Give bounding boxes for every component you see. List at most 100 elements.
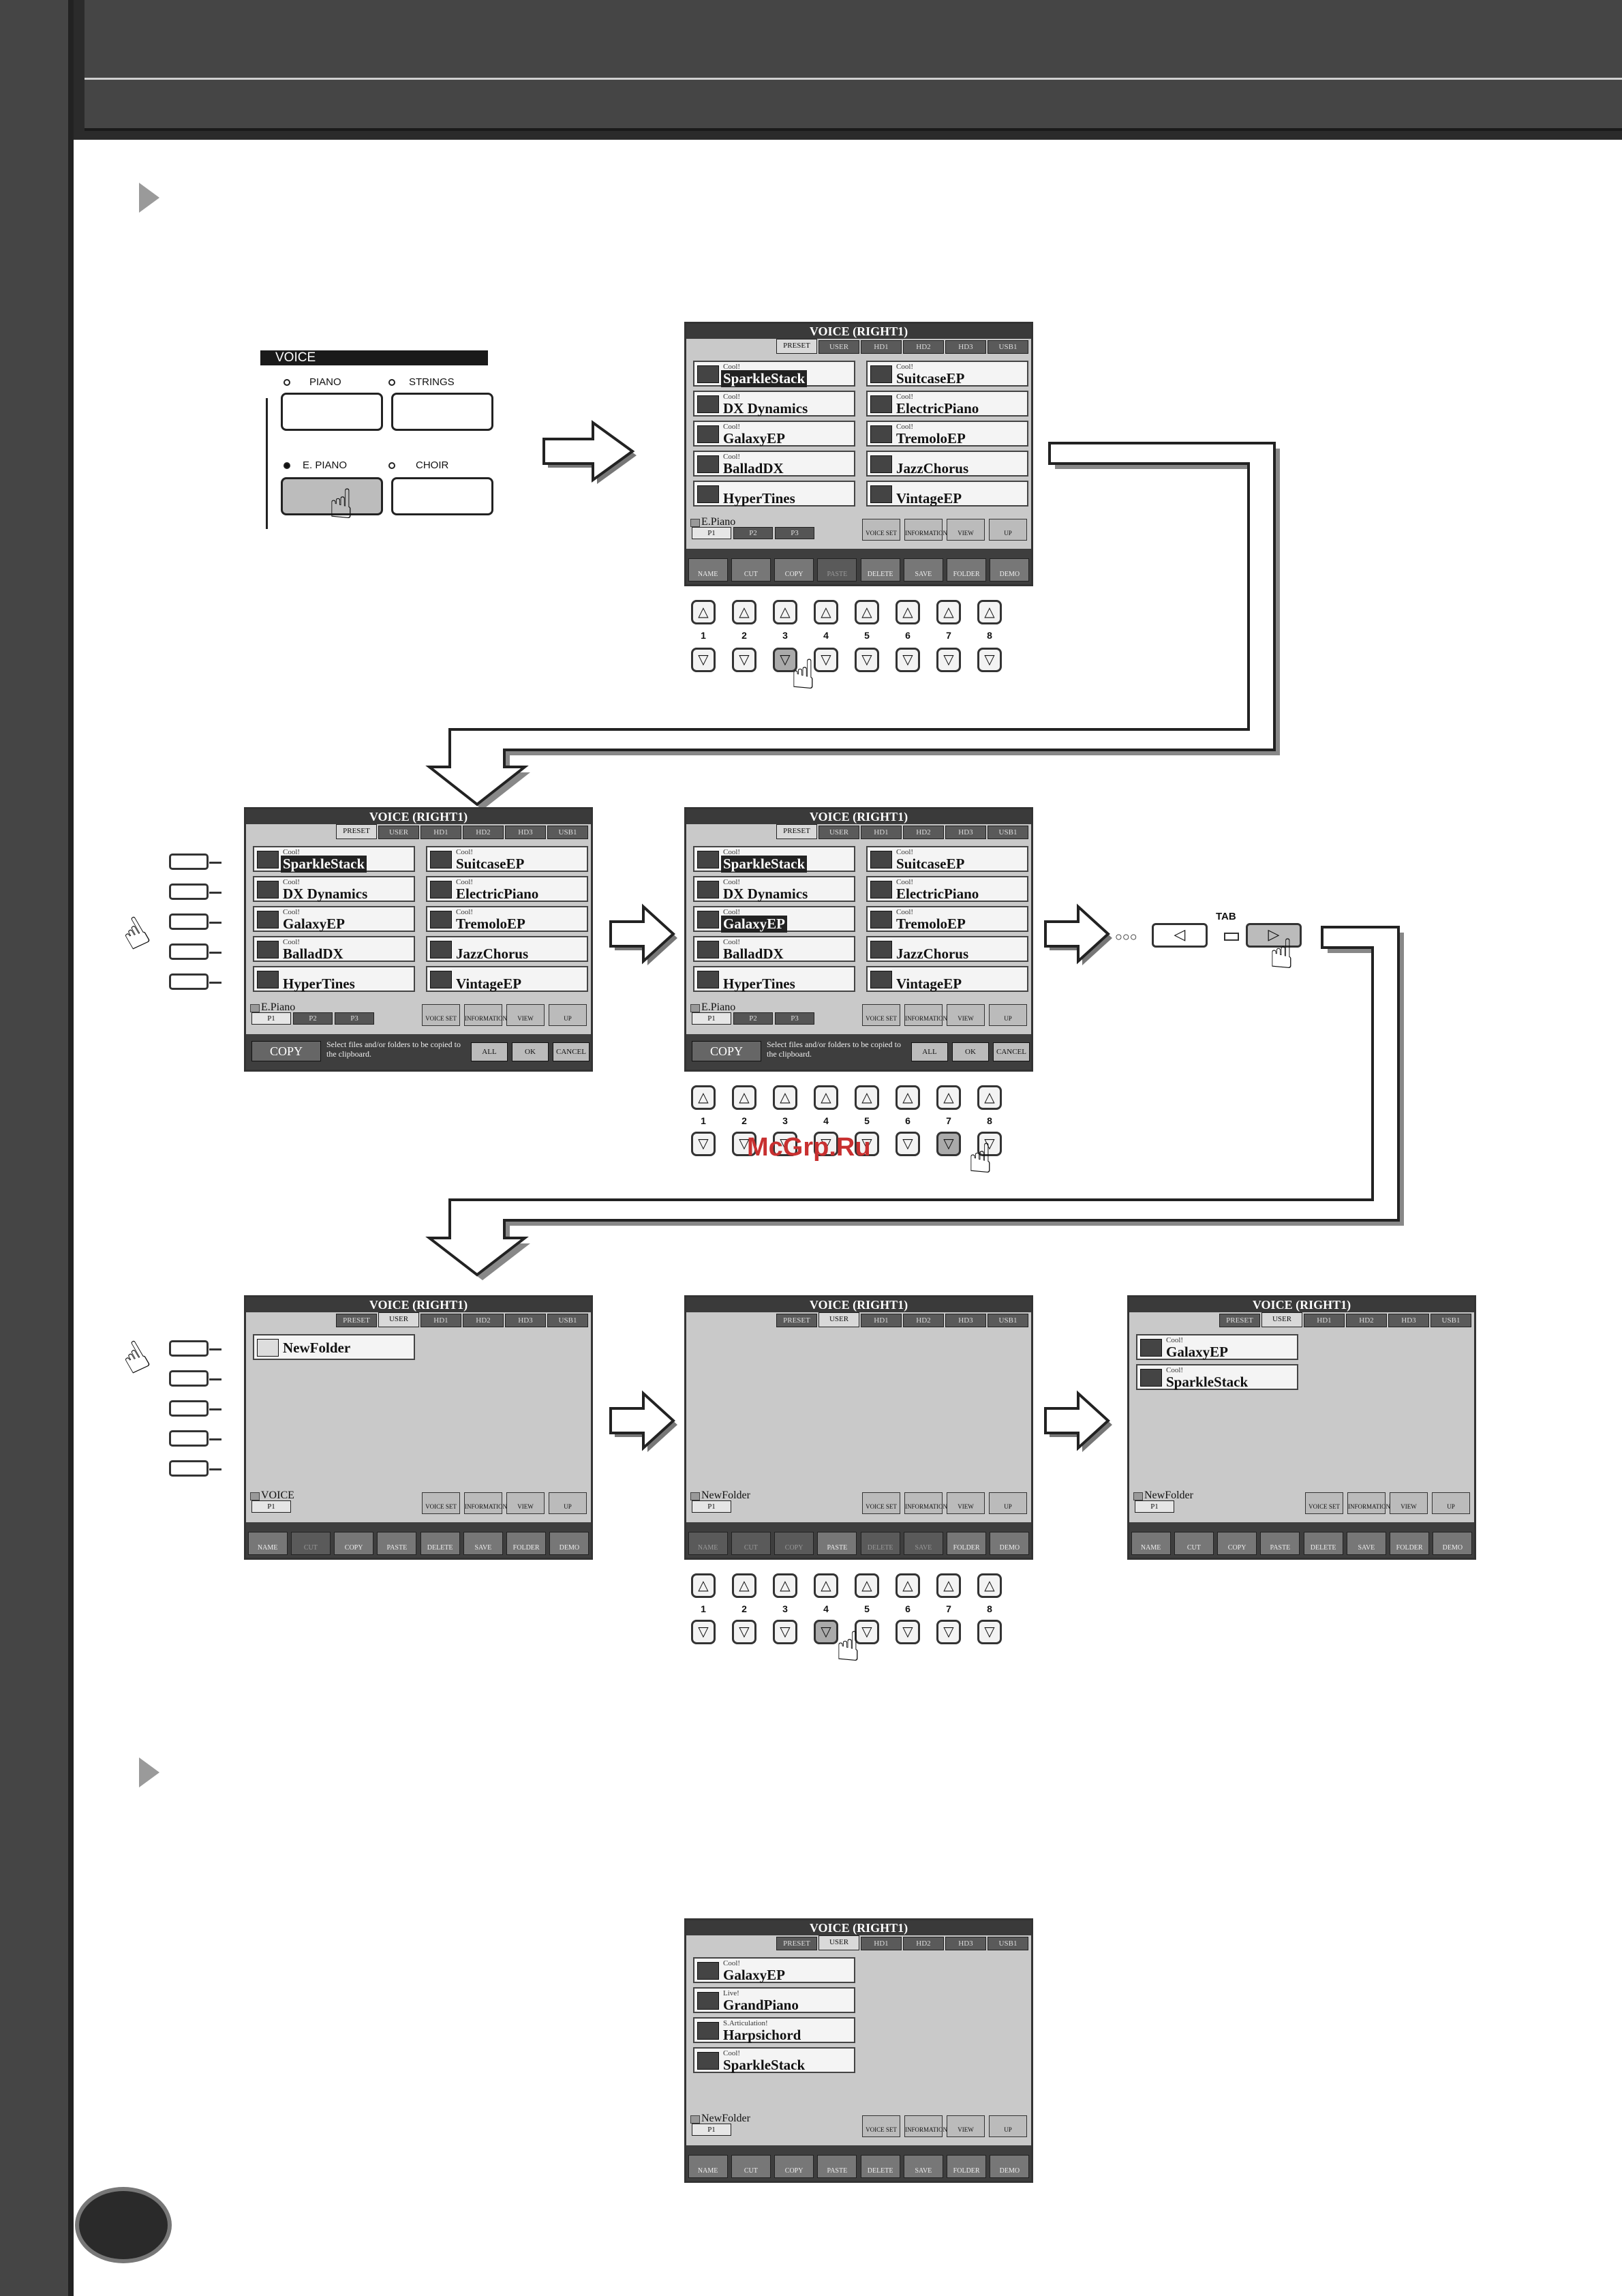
list-item[interactable]: Cool!BalladDX	[693, 451, 855, 477]
list-item[interactable]: Cool!SparkleStack	[693, 361, 855, 387]
list-item[interactable]: VintageEP	[866, 966, 1028, 992]
down-button-5[interactable]: ▽	[855, 648, 879, 672]
page-tab-p3[interactable]: P3	[775, 527, 814, 539]
paste-button[interactable]: PASTE	[1260, 1532, 1300, 1555]
save-button[interactable]: SAVE	[1346, 1532, 1386, 1555]
list-item[interactable]: Cool!TremoloEP	[866, 906, 1028, 932]
voice-set-icon[interactable]: VOICE SET	[1305, 1492, 1343, 1514]
tab-usb1[interactable]: USB1	[988, 1314, 1028, 1327]
tab-hd2[interactable]: HD2	[903, 826, 944, 839]
tab-user[interactable]: USER	[818, 1312, 859, 1327]
tab-hd1[interactable]: HD1	[420, 826, 461, 839]
up-icon[interactable]: UP	[549, 1004, 587, 1026]
up-button-1[interactable]: △	[691, 1085, 716, 1110]
down-button-4[interactable]: ▽	[814, 648, 838, 672]
cut-button[interactable]: CUT	[290, 1532, 331, 1555]
view-icon[interactable]: VIEW	[947, 1004, 985, 1026]
list-item[interactable]: JazzChorus	[426, 936, 588, 962]
all-button[interactable]: ALL	[911, 1042, 948, 1061]
list-item[interactable]: JazzChorus	[866, 936, 1028, 962]
side-select-button-d[interactable]	[169, 943, 221, 960]
down-button-2[interactable]: ▽	[732, 648, 756, 672]
down-button-2[interactable]: ▽	[732, 1620, 756, 1644]
information-icon[interactable]: INFORMATION	[904, 2115, 947, 2137]
folder-item[interactable]: NewFolder	[253, 1334, 415, 1360]
voice-set-icon[interactable]: VOICE SET	[862, 1492, 900, 1514]
side-select-button-c[interactable]	[169, 1400, 221, 1417]
list-item[interactable]: Cool!SparkleStack	[693, 2047, 855, 2073]
tab-preset[interactable]: PRESET	[776, 1314, 817, 1327]
copy-button[interactable]: COPY	[774, 1532, 814, 1555]
tab-preset[interactable]: PRESET	[336, 824, 377, 839]
up-icon[interactable]: UP	[989, 519, 1027, 541]
tab-usb1[interactable]: USB1	[547, 1314, 588, 1327]
tab-preset[interactable]: PRESET	[776, 824, 817, 839]
save-button[interactable]: SAVE	[463, 1532, 503, 1555]
demo-button[interactable]: DEMO	[990, 558, 1030, 581]
up-button-5[interactable]: △	[855, 1085, 879, 1110]
page-tab-p3[interactable]: P3	[775, 1012, 814, 1025]
up-button-6[interactable]: △	[896, 1573, 920, 1598]
list-item[interactable]: VintageEP	[866, 481, 1028, 507]
list-item[interactable]: Cool!DX Dynamics	[693, 876, 855, 902]
down-button-1[interactable]: ▽	[691, 1620, 716, 1644]
tab-user[interactable]: USER	[818, 1935, 859, 1950]
tab-preset[interactable]: PRESET	[776, 339, 817, 354]
list-item[interactable]: HyperTines	[693, 481, 855, 507]
up-icon[interactable]: UP	[1432, 1492, 1470, 1514]
down-button-7[interactable]: ▽	[936, 1132, 961, 1156]
down-button-1[interactable]: ▽	[691, 1132, 716, 1156]
all-button[interactable]: ALL	[471, 1042, 508, 1061]
delete-button[interactable]: DELETE	[1303, 1532, 1343, 1555]
list-item[interactable]: Cool!SparkleStack	[1136, 1364, 1298, 1390]
voice-set-icon[interactable]: VOICE SET	[862, 2115, 900, 2137]
tab-hd3[interactable]: HD3	[505, 826, 546, 839]
tab-hd3[interactable]: HD3	[945, 826, 986, 839]
choir-button[interactable]	[391, 477, 493, 515]
tab-preset[interactable]: PRESET	[1219, 1314, 1260, 1327]
tab-user[interactable]: USER	[378, 826, 419, 839]
tab-user[interactable]: USER	[818, 340, 859, 354]
name-button[interactable]: NAME	[688, 2155, 728, 2178]
delete-button[interactable]: DELETE	[860, 2155, 900, 2178]
demo-button[interactable]: DEMO	[990, 1532, 1030, 1555]
page-tab-p2[interactable]: P2	[293, 1012, 333, 1025]
ok-button[interactable]: OK	[512, 1042, 549, 1061]
copy-button[interactable]: COPY	[774, 2155, 814, 2178]
page-tab-p3[interactable]: P3	[335, 1012, 374, 1025]
view-icon[interactable]: VIEW	[947, 2115, 985, 2137]
list-item[interactable]: Cool!BalladDX	[253, 936, 415, 962]
folder-button[interactable]: FOLDER	[947, 1532, 987, 1555]
down-button-3[interactable]: ▽	[773, 648, 797, 672]
down-button-4[interactable]: ▽	[814, 1620, 838, 1644]
up-button-6[interactable]: △	[896, 600, 920, 624]
tab-hd1[interactable]: HD1	[420, 1314, 461, 1327]
tab-hd2[interactable]: HD2	[903, 340, 944, 354]
tab-hd2[interactable]: HD2	[463, 1314, 504, 1327]
up-button-7[interactable]: △	[936, 1573, 961, 1598]
piano-button[interactable]	[281, 393, 383, 431]
down-button-6[interactable]: ▽	[896, 1620, 920, 1644]
page-tab-p1[interactable]: P1	[692, 527, 731, 539]
down-button-4[interactable]: ▽	[814, 1132, 838, 1156]
list-item[interactable]: Cool!GalaxyEP	[693, 1957, 855, 1983]
tab-hd3[interactable]: HD3	[945, 340, 986, 354]
view-icon[interactable]: VIEW	[947, 519, 985, 541]
side-select-button-a[interactable]	[169, 854, 221, 870]
up-button-7[interactable]: △	[936, 600, 961, 624]
down-button-7[interactable]: ▽	[936, 1620, 961, 1644]
side-select-button-c[interactable]	[169, 913, 221, 930]
page-tab-p2[interactable]: P2	[733, 1012, 773, 1025]
up-button-2[interactable]: △	[732, 600, 756, 624]
strings-button[interactable]	[391, 393, 493, 431]
demo-button[interactable]: DEMO	[549, 1532, 590, 1555]
tab-hd1[interactable]: HD1	[861, 826, 902, 839]
copy-button[interactable]: COPY	[1217, 1532, 1257, 1555]
folder-button[interactable]: FOLDER	[506, 1532, 547, 1555]
list-item[interactable]: VintageEP	[426, 966, 588, 992]
tab-usb1[interactable]: USB1	[547, 826, 588, 839]
list-item[interactable]: Cool!SparkleStack	[253, 846, 415, 873]
e-piano-button[interactable]	[281, 477, 383, 515]
list-item[interactable]: Cool!SuitcaseEP	[866, 846, 1028, 872]
list-item[interactable]: Cool!TremoloEP	[866, 421, 1028, 447]
